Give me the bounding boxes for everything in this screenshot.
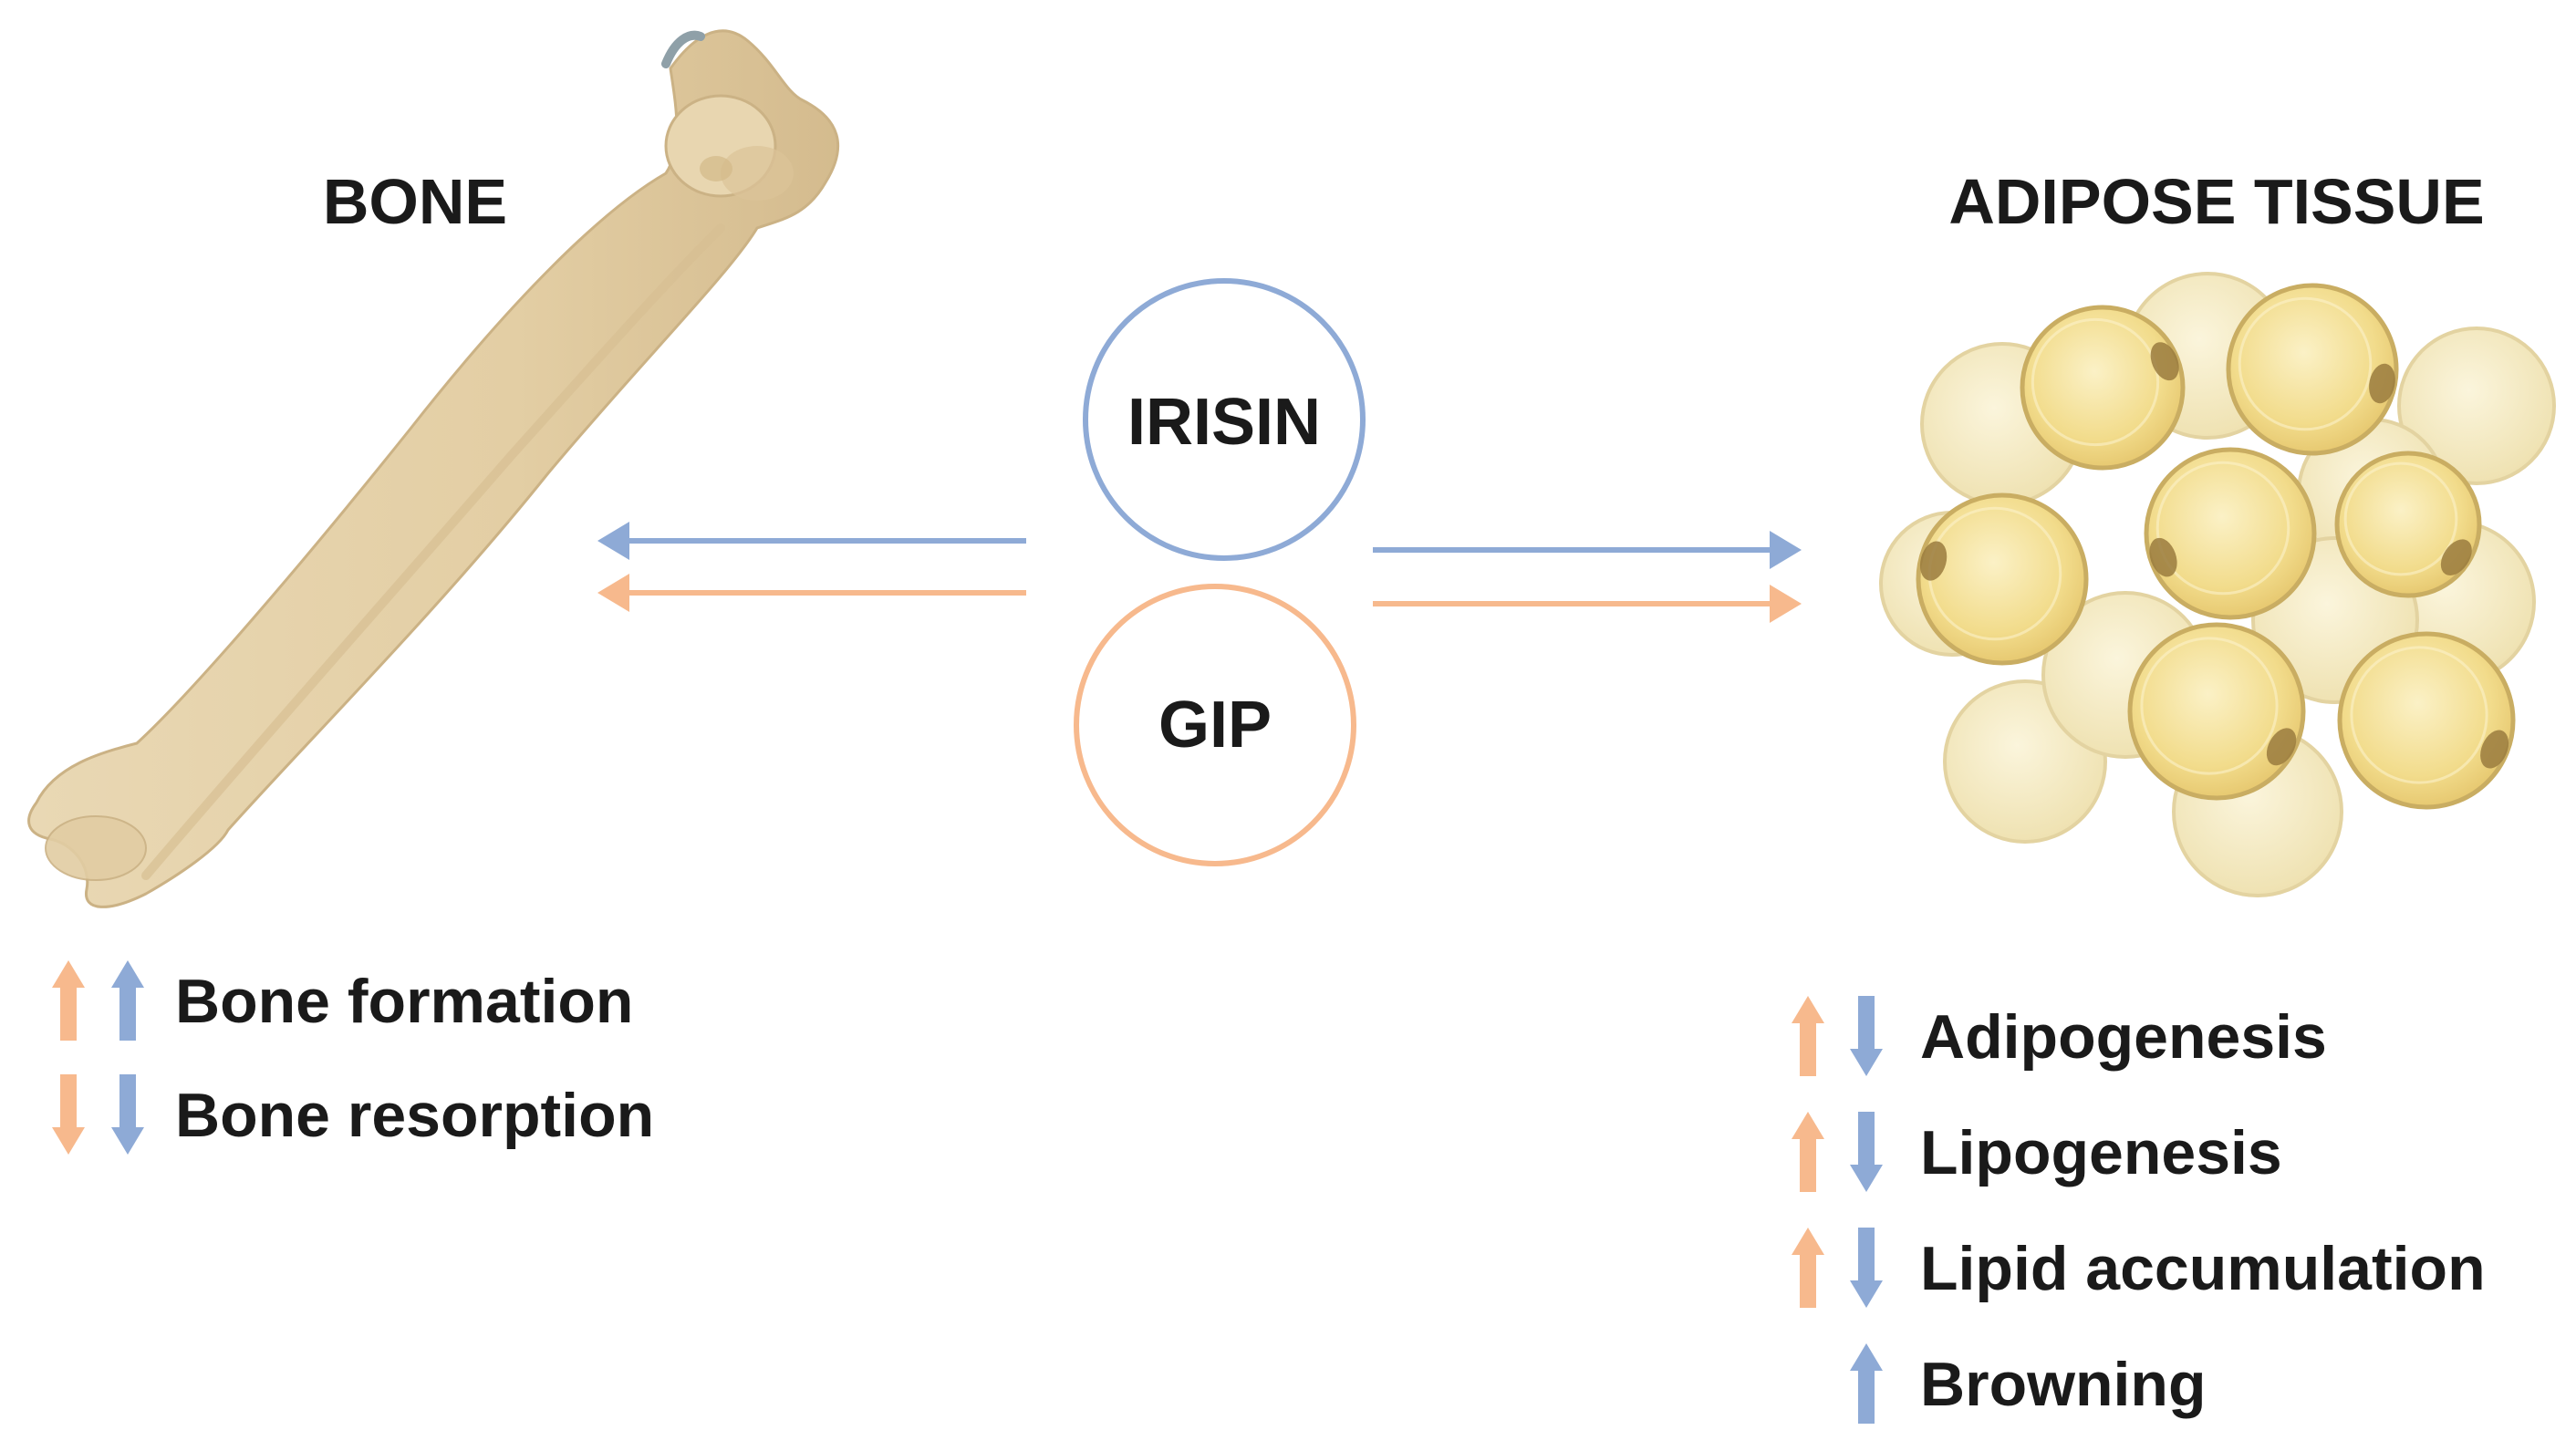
up-arrow-icon <box>1792 1228 1824 1308</box>
adipose-effect-label: Lipid accumulation <box>1920 1234 2486 1303</box>
gip-label: GIP <box>1158 689 1272 762</box>
adipocyte-cluster-icon <box>1879 272 2556 897</box>
up-arrow-icon <box>1792 996 1824 1076</box>
adipocyte <box>2226 283 2399 456</box>
bone-effect-label: Bone formation <box>175 967 633 1036</box>
down-arrow-icon <box>52 1074 85 1155</box>
gip-circle <box>1074 584 1356 866</box>
adipocyte <box>2334 451 2482 598</box>
adipose-effect-item: Lipogenesis <box>1792 1112 2282 1192</box>
adipocyte <box>2337 631 2516 810</box>
adipocyte-nucleus <box>2440 539 2472 575</box>
adipocyte-nucleus <box>2369 363 2395 404</box>
adipose-tissue-title: ADIPOSE TISSUE <box>1948 166 2484 237</box>
up-arrow-icon <box>52 960 85 1041</box>
adipose-effect-label: Browning <box>1920 1350 2207 1419</box>
down-arrow-icon <box>1850 996 1883 1076</box>
gip-to-bone-arrow <box>597 574 1026 612</box>
adipocyte <box>2144 447 2317 620</box>
gip-node: GIP <box>1074 584 1356 866</box>
adipose-effect-item: Browning <box>1850 1343 2207 1424</box>
irisin-to-adipose-arrow <box>1373 531 1802 569</box>
up-arrow-icon <box>111 960 144 1041</box>
bone-effect-label: Bone resorption <box>175 1081 654 1150</box>
bone-effect-item: Bone formation <box>52 960 633 1041</box>
adipose-effect-item: Adipogenesis <box>1792 996 2327 1076</box>
irisin-node: IRISIN <box>1083 278 1366 561</box>
adipose-effect-item: Lipid accumulation <box>1792 1228 2486 1308</box>
bone-effect-item: Bone resorption <box>52 1074 654 1155</box>
bone-title: BONE <box>323 166 507 237</box>
adipocyte <box>1916 492 2089 666</box>
down-arrow-icon <box>1850 1112 1883 1192</box>
irisin-to-bone-arrow <box>597 522 1026 560</box>
up-arrow-icon <box>1850 1343 1883 1424</box>
irisin-circle <box>1083 278 1366 561</box>
adipocyte <box>2020 305 2186 471</box>
adipocyte-nucleus <box>1919 541 1948 581</box>
adipocyte-nucleus <box>2149 537 2177 577</box>
gip-to-adipose-arrow <box>1373 585 1802 623</box>
down-arrow-icon <box>111 1074 144 1155</box>
adipocyte-nucleus <box>2480 730 2509 769</box>
adipose-effect-label: Lipogenesis <box>1920 1118 2282 1187</box>
adipocyte <box>2127 622 2306 801</box>
irisin-label: IRISIN <box>1127 386 1321 459</box>
up-arrow-icon <box>1792 1112 1824 1192</box>
down-arrow-icon <box>1850 1228 1883 1308</box>
adipocyte-nucleus <box>2266 728 2297 766</box>
adipocyte-back <box>2397 326 2556 485</box>
adipocyte-nucleus <box>2150 342 2179 381</box>
femur-bone-icon <box>27 29 840 908</box>
adipose-effect-label: Adipogenesis <box>1920 1002 2327 1072</box>
